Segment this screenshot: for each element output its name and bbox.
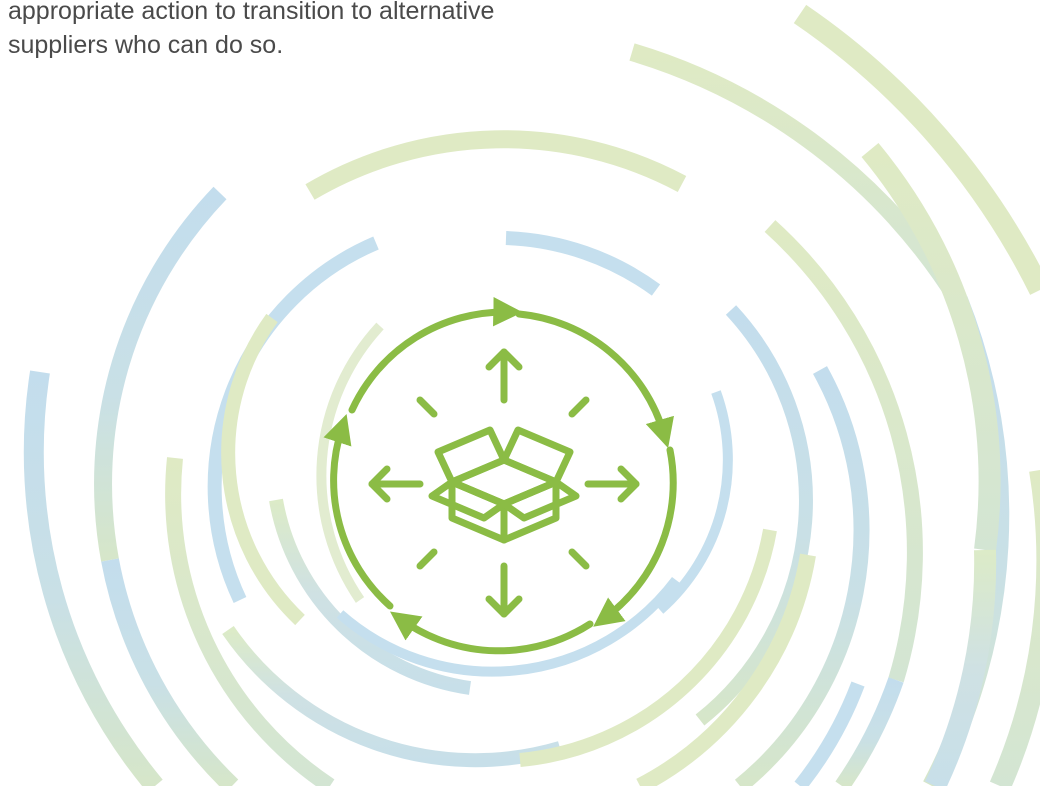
arc bbox=[656, 390, 733, 614]
arc bbox=[221, 313, 305, 626]
arc bbox=[636, 553, 816, 786]
arrow-up-icon bbox=[485, 348, 523, 404]
arc bbox=[861, 142, 1001, 552]
circular-arrow-top-right bbox=[515, 310, 674, 449]
arc bbox=[989, 470, 1040, 786]
arrow-right-icon bbox=[584, 465, 640, 503]
arc bbox=[101, 558, 239, 786]
arc bbox=[316, 322, 384, 603]
arrow-down-icon bbox=[485, 562, 523, 618]
arc bbox=[695, 305, 813, 726]
circular-arrow-left bbox=[323, 414, 394, 610]
arc bbox=[835, 677, 904, 786]
arc bbox=[336, 576, 680, 677]
arc bbox=[23, 370, 163, 786]
arc bbox=[269, 498, 471, 695]
circular-arrow-top-left bbox=[348, 297, 523, 414]
circular-arrow-bottom-right bbox=[593, 446, 677, 627]
dash-top-right bbox=[568, 396, 590, 418]
distribution-icon bbox=[323, 297, 677, 655]
body-line-1: appropriate action to transition to alte… bbox=[8, 0, 495, 25]
arc bbox=[519, 528, 777, 767]
arc bbox=[222, 626, 562, 768]
arc bbox=[94, 186, 227, 562]
open-box-icon bbox=[428, 426, 580, 544]
arc bbox=[794, 681, 865, 786]
arrow-left-icon bbox=[368, 465, 424, 503]
arc bbox=[925, 549, 997, 786]
arc bbox=[165, 457, 335, 786]
decorative-arcs bbox=[23, 4, 1040, 786]
arc bbox=[793, 4, 1040, 295]
arc bbox=[734, 366, 870, 786]
dash-bottom-left bbox=[416, 548, 438, 570]
dash-bottom-right bbox=[568, 548, 590, 570]
body-line-2: suppliers who can do so. bbox=[8, 31, 284, 59]
arc bbox=[305, 130, 687, 200]
arc bbox=[764, 220, 923, 683]
dash-top-left bbox=[416, 396, 438, 418]
body-paragraph: appropriate action to transition to alte… bbox=[8, 0, 628, 62]
circular-arrow-bottom-left bbox=[389, 611, 594, 655]
arc bbox=[505, 231, 661, 296]
